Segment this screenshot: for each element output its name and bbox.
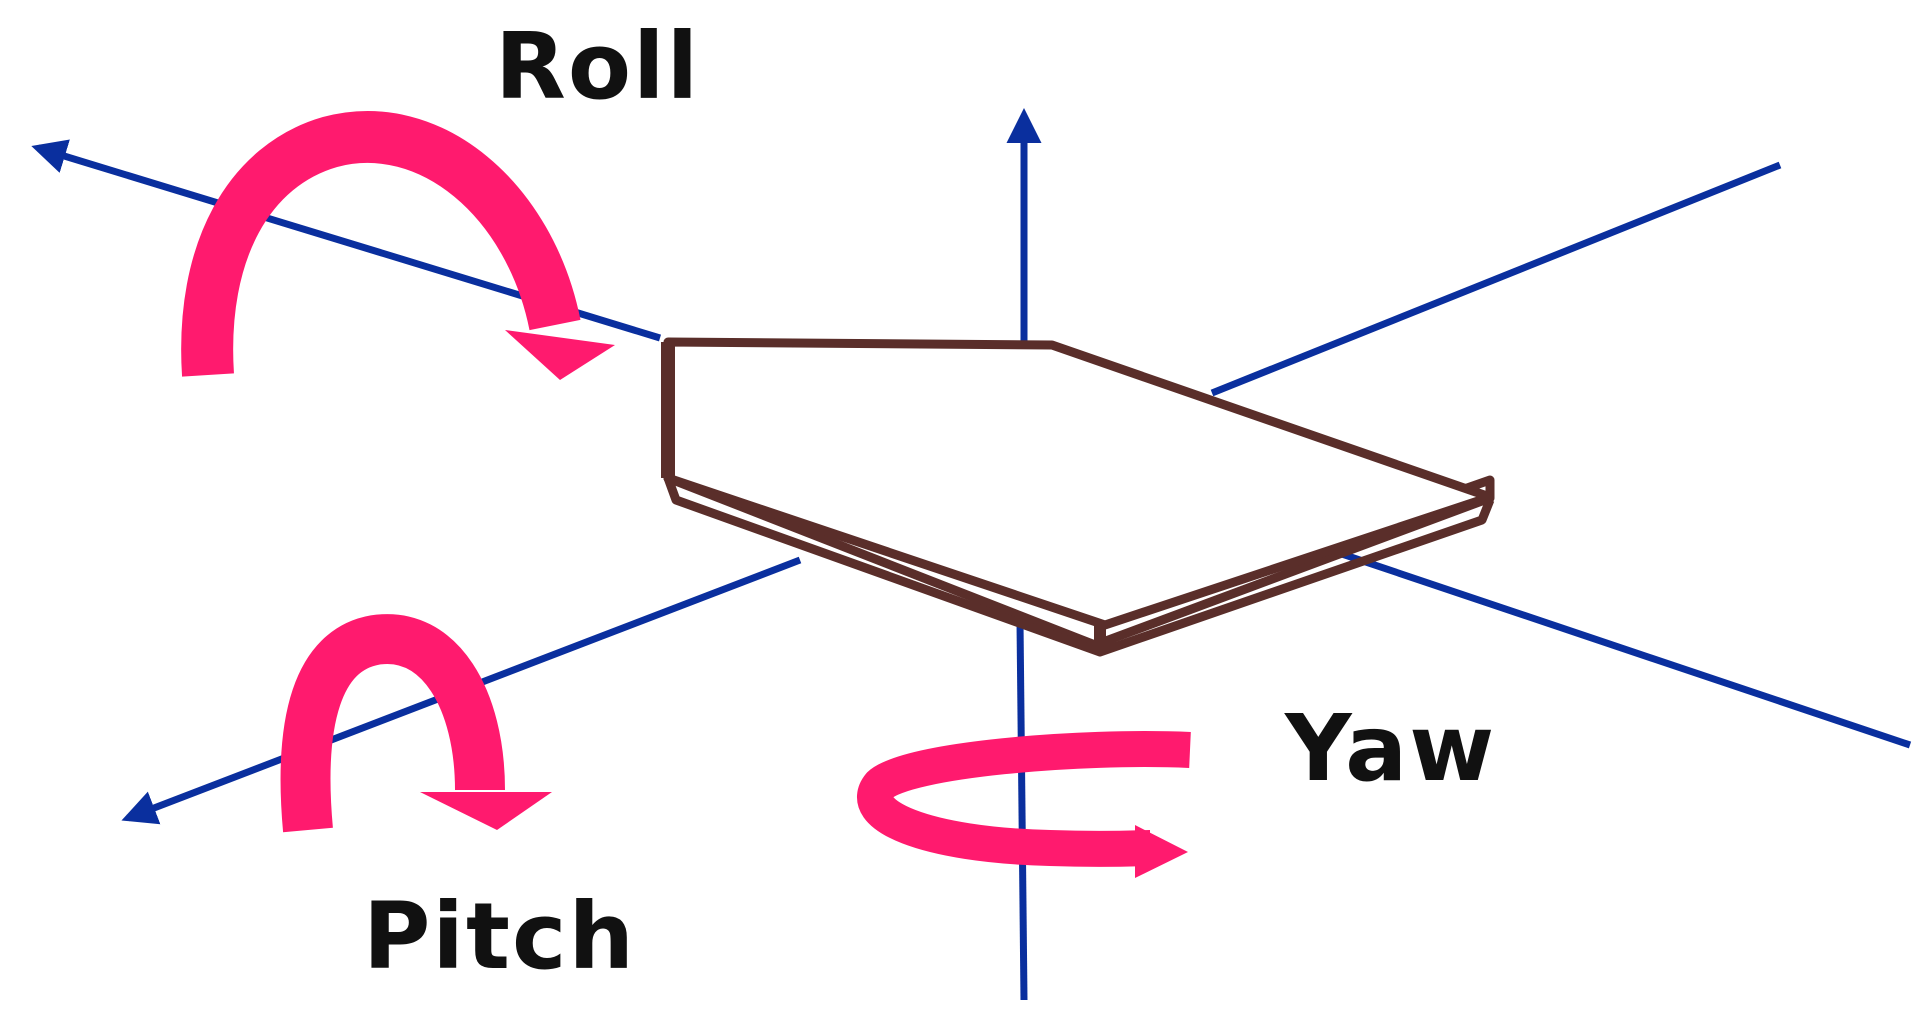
pitch-rotation-arrow-icon — [280, 614, 552, 833]
roll-axis-lower-segment — [1328, 546, 1912, 749]
yaw-axis-lower-segment — [1016, 621, 1028, 1001]
plate-body — [661, 337, 1495, 657]
roll-rotation-arrow-icon — [181, 111, 615, 380]
plate-top-face — [663, 337, 1495, 630]
yaw-rotation-arrow-icon — [857, 731, 1191, 878]
pitch-axis-upper-segment — [1210, 161, 1782, 397]
roll-label: Roll — [495, 13, 700, 120]
pitch-label: Pitch — [363, 883, 636, 990]
yaw-label: Yaw — [1284, 695, 1496, 802]
